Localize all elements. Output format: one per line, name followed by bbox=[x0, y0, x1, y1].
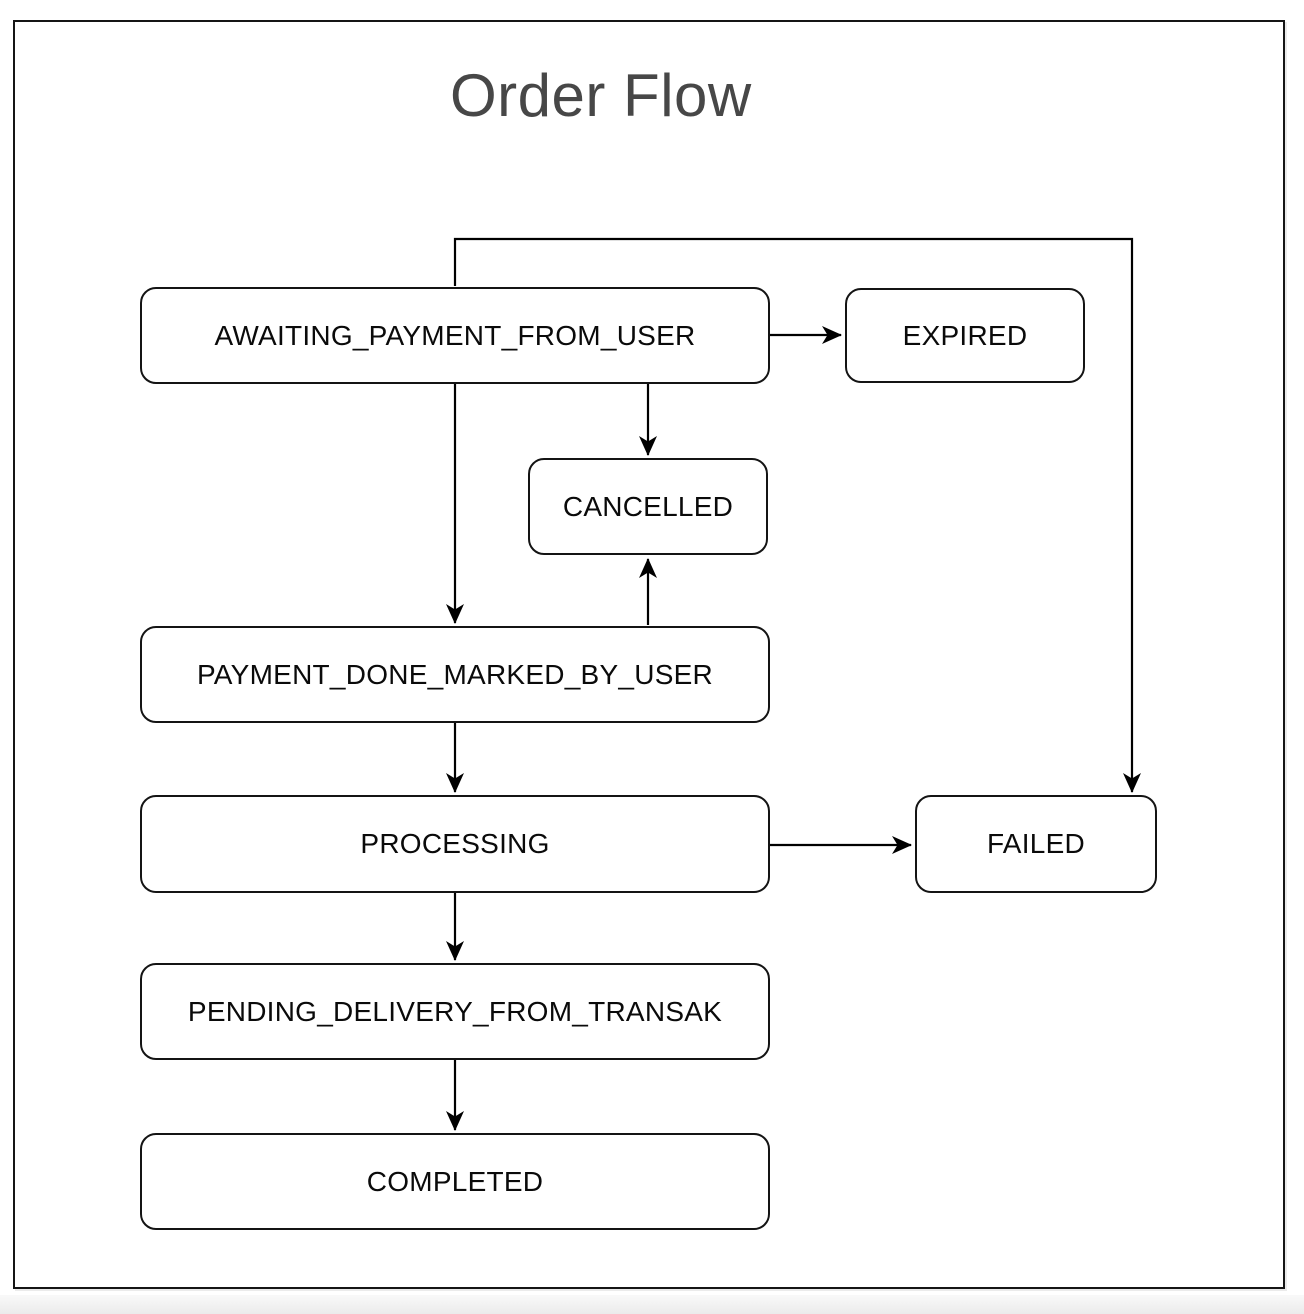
diagram-title: Order Flow bbox=[450, 62, 752, 129]
page-bottom-strip bbox=[0, 1295, 1304, 1314]
node-label: COMPLETED bbox=[366, 1165, 544, 1197]
node-expired: EXPIRED bbox=[845, 288, 1085, 383]
node-label: CANCELLED bbox=[562, 490, 734, 522]
node-label: AWAITING_PAYMENT_FROM_USER bbox=[214, 319, 696, 351]
node-awaiting-payment-from-user: AWAITING_PAYMENT_FROM_USER bbox=[140, 287, 770, 384]
node-label: PENDING_DELIVERY_FROM_TRANSAK bbox=[187, 995, 723, 1027]
node-label: EXPIRED bbox=[902, 319, 1028, 351]
node-cancelled: CANCELLED bbox=[528, 458, 768, 555]
node-label: PROCESSING bbox=[360, 828, 550, 859]
node-completed: COMPLETED bbox=[140, 1133, 770, 1230]
node-pending-delivery-from-transak: PENDING_DELIVERY_FROM_TRANSAK bbox=[140, 963, 770, 1060]
node-processing: PROCESSING bbox=[140, 795, 770, 893]
node-failed: FAILED bbox=[915, 795, 1157, 893]
node-label: FAILED bbox=[987, 828, 1085, 859]
node-label: PAYMENT_DONE_MARKED_BY_USER bbox=[196, 658, 714, 690]
node-payment-done-marked-by-user: PAYMENT_DONE_MARKED_BY_USER bbox=[140, 626, 770, 723]
edge-awaiting-to-failed bbox=[453, 237, 1141, 793]
